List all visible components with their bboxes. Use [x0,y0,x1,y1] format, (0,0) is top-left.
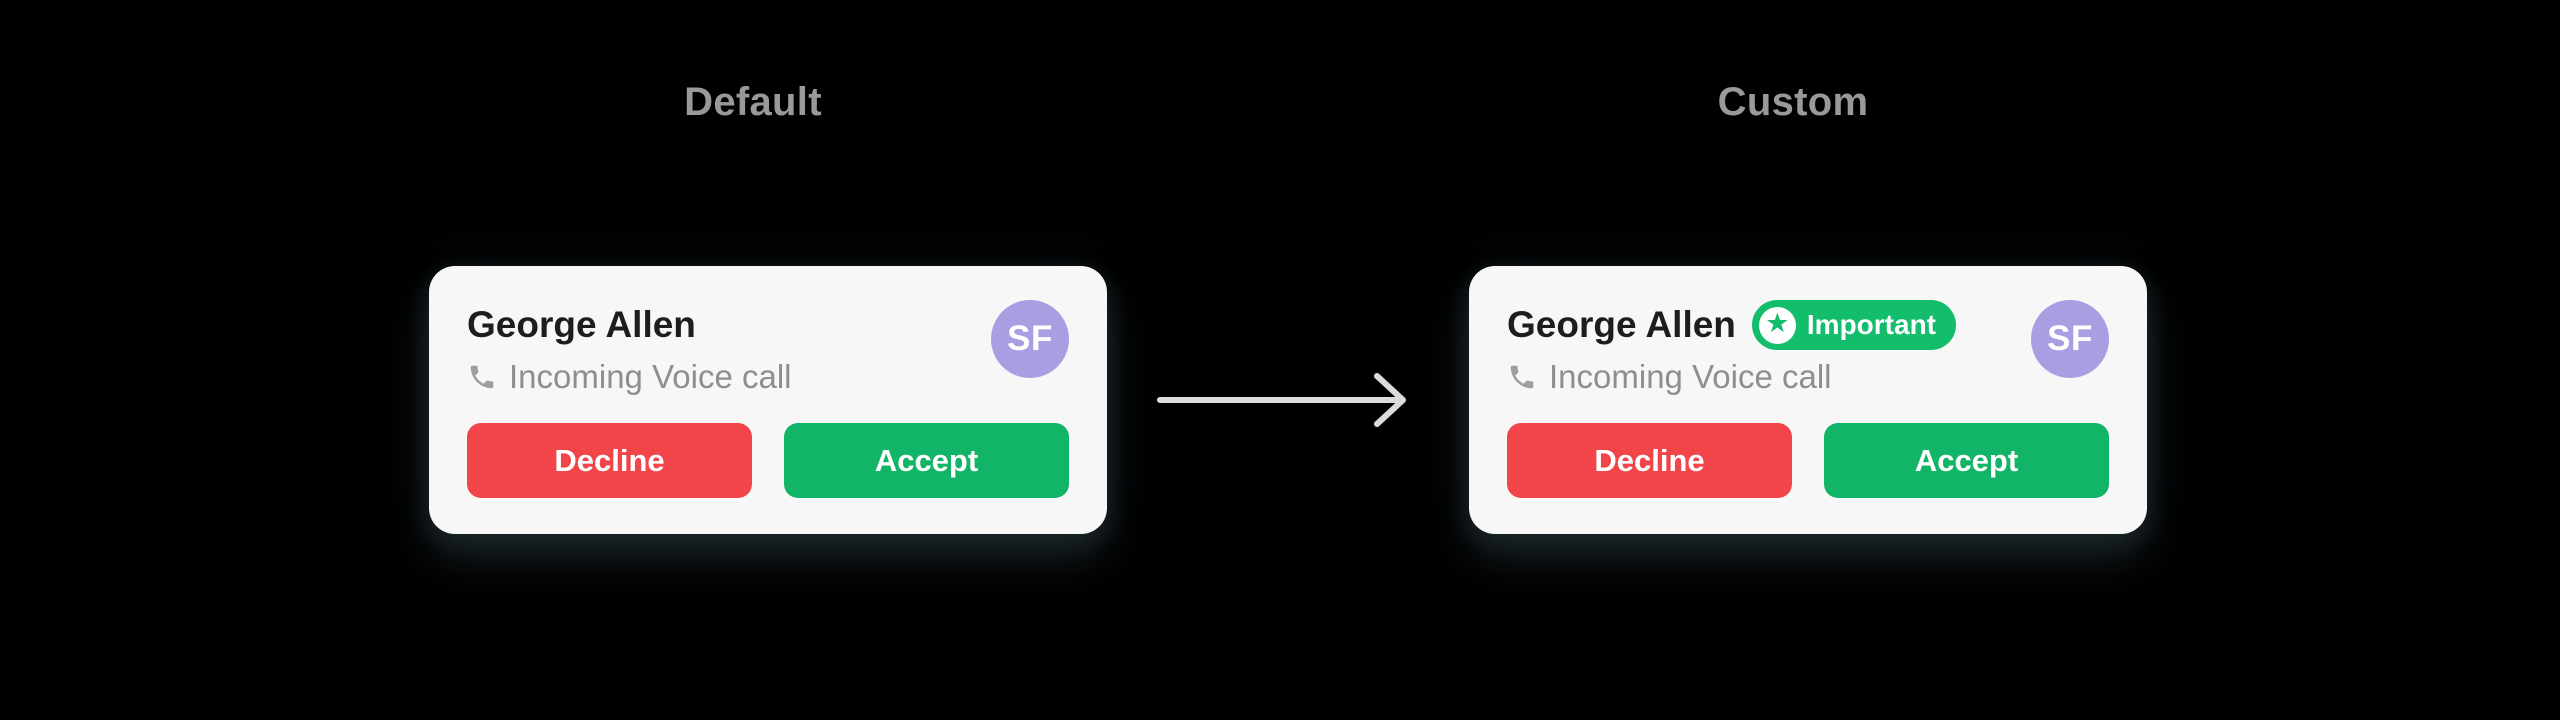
star-icon: ★ [1758,306,1796,344]
section-title-default: Default [684,80,822,124]
call-actions: Decline Accept [467,423,1069,498]
call-type-label: Incoming Voice call [509,358,792,395]
card-header: George Allen Incoming Voice call SF [467,300,1069,396]
avatar: SF [991,300,1069,378]
incoming-call-card-default: George Allen Incoming Voice call SF Decl… [429,266,1107,534]
phone-icon [1510,365,1534,389]
incoming-call-card-custom: George Allen ★ Important Incoming Voice … [1469,266,2147,534]
important-badge: ★ Important [1751,300,1957,350]
phone-icon [470,365,494,389]
card-header: George Allen ★ Important Incoming Voice … [1507,300,2109,396]
section-title-custom: Custom [1717,80,1869,124]
avatar-initials: SF [1007,319,1053,358]
right-arrow-icon [1157,373,1406,427]
decline-button[interactable]: Decline [1507,423,1792,498]
accept-button[interactable]: Accept [784,423,1069,498]
call-type-label: Incoming Voice call [1549,358,1832,395]
caller-name-row: George Allen [467,300,791,350]
call-type-row: Incoming Voice call [467,358,791,396]
caller-info: George Allen ★ Important Incoming Voice … [1507,300,1957,396]
avatar-initials: SF [2047,319,2093,358]
accept-button[interactable]: Accept [1824,423,2109,498]
caller-name: George Allen [1507,304,1736,345]
star-glyph: ★ [1765,307,1790,338]
badge-label: Important [1806,309,1937,340]
caller-name: George Allen [467,304,696,345]
decline-button[interactable]: Decline [467,423,752,498]
transition-arrow [1150,368,1414,432]
caller-info: George Allen Incoming Voice call [467,300,791,396]
avatar: SF [2031,300,2109,378]
call-type-row: Incoming Voice call [1507,358,1956,396]
caller-name-row: George Allen ★ Important [1507,300,1957,350]
call-actions: Decline Accept [1507,423,2109,498]
